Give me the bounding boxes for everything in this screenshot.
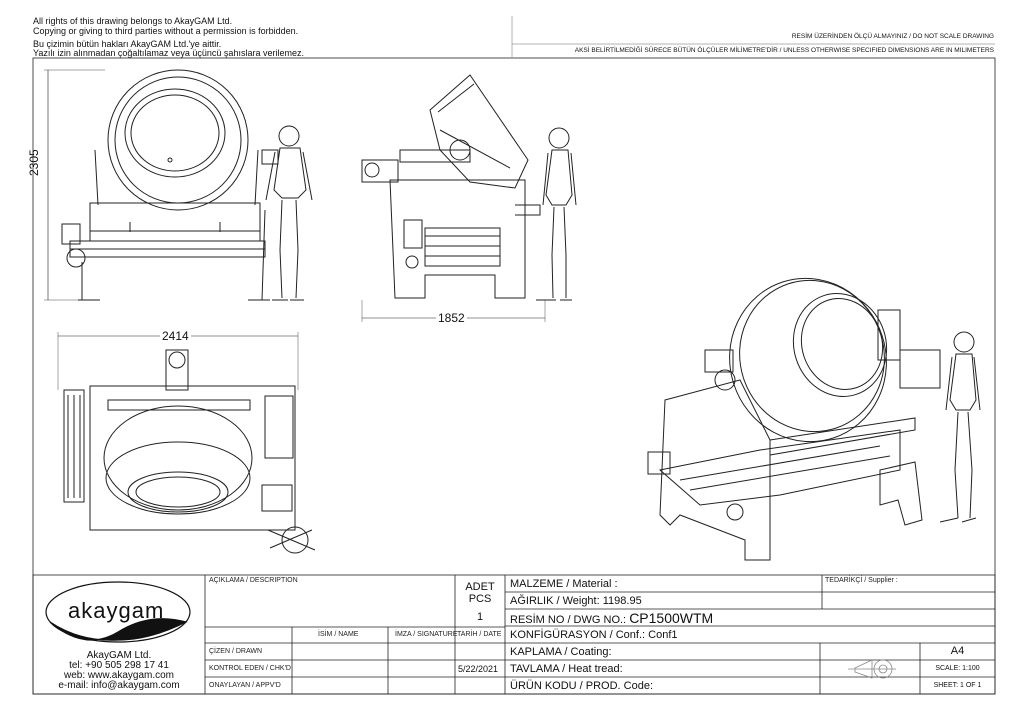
front-view: [44, 69, 313, 301]
width-dimension: 2414: [160, 329, 191, 343]
copyright-tr-line-1: Bu çizimin bütün hakları AkayGAM Ltd.'ye…: [33, 39, 222, 49]
dwg-field: RESİM NO / DWG NO.: CP1500WTM: [510, 610, 713, 626]
company-email: e-mail: info@akaygam.com: [58, 680, 180, 691]
projection-symbol-icon: [848, 659, 896, 679]
quantity-cell: ADET PCS 1: [455, 581, 505, 623]
depth-dimension: 1852: [436, 311, 467, 325]
supplier-label: TEDARİKÇİ / Supplier :: [825, 577, 898, 584]
product-code-label: ÜRÜN KODU / PROD. Code:: [510, 680, 654, 692]
dwg-label: RESİM NO / DWG NO.:: [510, 614, 627, 626]
quantity-label-tr: ADET: [465, 581, 495, 593]
quantity-value: 1: [476, 611, 484, 623]
checked-date: 5/22/2021: [458, 664, 499, 674]
conf-label: KONFİGÜRASYON / Conf.:: [510, 629, 646, 641]
title-block-grid: [32, 574, 996, 695]
description-label: AÇIKLAMA / DESCRIPTION: [209, 577, 298, 584]
company-tel: tel: +90 505 298 17 41: [69, 660, 169, 671]
drawn-label: ÇİZEN / DRAWN: [209, 648, 263, 655]
isometric-view: [647, 277, 981, 561]
logo-text: akaygam: [68, 598, 165, 623]
side-view: [361, 74, 577, 322]
approved-label: ONAYLAYAN / APPV'D: [209, 682, 281, 689]
heat-treat-label: TAVLAMA / Heat tread:: [510, 663, 623, 675]
name-column-label: İSİM / NAME: [318, 631, 359, 638]
company-name: AkayGAM Ltd.: [86, 650, 152, 661]
company-web: web: www.akaygam.com: [63, 670, 175, 681]
company-logo: [45, 581, 191, 643]
no-scale-note: RESİM ÜZERİNDEN ÖLÇÜ ALMAYINIZ / DO NOT …: [791, 33, 994, 40]
quantity-label-en: PCS: [468, 593, 492, 605]
weight-field: AĞIRLIK / Weight: 1198.95: [510, 595, 642, 607]
weight-label: AĞIRLIK / Weight:: [510, 595, 600, 607]
height-dimension: 2305: [27, 149, 41, 176]
coating-label: KAPLAMA / Coating:: [510, 646, 612, 658]
copyright-en-line-1: All rights of this drawing belongs to Ak…: [33, 16, 233, 26]
company-contact: AkayGAM Ltd. tel: +90 505 298 17 41 web:…: [33, 651, 205, 691]
signature-column-label: İMZA / SIGNATURE: [395, 631, 458, 638]
conf-value: Conf1: [648, 629, 678, 641]
units-note: AKSİ BELİRTİLMEDİĞİ SÜRECE BÜTÜN ÖLÇÜLER…: [574, 47, 994, 54]
weight-value: 1198.95: [602, 595, 642, 607]
date-column-label: TARİH / DATE: [457, 631, 502, 638]
material-label: MALZEME / Material :: [510, 578, 618, 590]
dwg-value: CP1500WTM: [629, 610, 714, 626]
scale-value: SCALE: 1:100: [935, 665, 980, 672]
conf-field: KONFİGÜRASYON / Conf.: Conf1: [510, 629, 678, 641]
copyright-en-line-2: Copying or giving to third parties witho…: [33, 26, 299, 36]
paper-size: A4: [950, 645, 965, 657]
top-view: [57, 332, 316, 554]
checked-label: KONTROL EDEN / CHK'D: [209, 665, 291, 672]
copyright-tr-line-2: Yazılı izin alınmadan çoğaltılamaz veya …: [33, 48, 304, 58]
sheet-number: SHEET: 1 OF 1: [933, 682, 982, 689]
